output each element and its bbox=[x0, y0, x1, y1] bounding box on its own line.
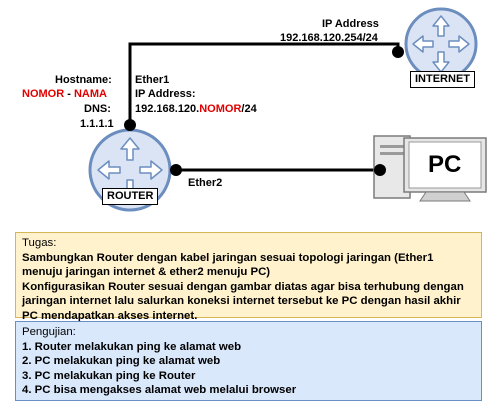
task-line: jaringan internet lalu salurkan koneksi … bbox=[22, 295, 461, 308]
ether1-ip-prefix: 192.168.120. bbox=[135, 103, 200, 115]
internet-ip-caption: IP Address bbox=[322, 18, 379, 30]
ether2-caption: Ether2 bbox=[188, 177, 223, 189]
task-line: PC mendapatkan akses internet. bbox=[22, 309, 198, 322]
port-dot-pc bbox=[374, 164, 386, 176]
task-line: Konfigurasikan Router sesuai dengan gamb… bbox=[22, 280, 464, 293]
test-item: 1. Router melakukan ping ke alamat web bbox=[22, 340, 242, 353]
ether1-ip-nomor: NOMOR bbox=[199, 103, 242, 115]
hostname-separator: - bbox=[64, 88, 74, 100]
ether1-caption: Ether1 bbox=[135, 74, 170, 86]
internet-device-label: INTERNET bbox=[410, 71, 475, 88]
test-item: 4. PC bisa mengakses alamat web melalui … bbox=[22, 384, 297, 397]
dns-value: 1.1.1.1 bbox=[80, 118, 114, 130]
hostname-value: NOMOR - NAMA bbox=[22, 88, 107, 101]
router-device-label: ROUTER bbox=[102, 188, 159, 205]
pc-label: PC bbox=[428, 151, 462, 178]
ether1-ip-value: 192.168.120.NOMOR/24 bbox=[135, 103, 257, 116]
test-item: 3. PC melakukan ping ke Router bbox=[22, 369, 196, 382]
test-heading: Pengujian: bbox=[22, 326, 76, 338]
task-line: menuju jaringan internet & ether2 menuju… bbox=[22, 266, 271, 279]
ether1-ip-caption: IP Address: bbox=[135, 88, 196, 100]
hostname-value-nama: NAMA bbox=[73, 88, 107, 100]
task-line: Sambungkan Router dengan kabel jaringan … bbox=[22, 251, 434, 264]
port-dot-router-top bbox=[124, 119, 136, 131]
ether1-ip-suffix: /24 bbox=[241, 103, 257, 115]
hostname-value-nomor: NOMOR bbox=[22, 88, 65, 100]
hostname-caption: Hostname: bbox=[55, 74, 112, 86]
test-item: 2. PC melakukan ping ke alamat web bbox=[22, 355, 221, 368]
internet-ip-value: 192.168.120.254/24 bbox=[280, 32, 378, 44]
task-heading: Tugas: bbox=[22, 237, 57, 249]
port-dot-internet bbox=[392, 46, 404, 58]
internet-router-icon bbox=[404, 7, 478, 81]
task-box: Tugas: Sambungkan Router dengan kabel ja… bbox=[15, 232, 482, 322]
network-topology-diagram bbox=[88, 7, 487, 212]
dns-caption: DNS: bbox=[84, 103, 111, 115]
test-box: Pengujian: 1. Router melakukan ping ke a… bbox=[15, 321, 482, 401]
port-dot-router-right bbox=[170, 164, 182, 176]
